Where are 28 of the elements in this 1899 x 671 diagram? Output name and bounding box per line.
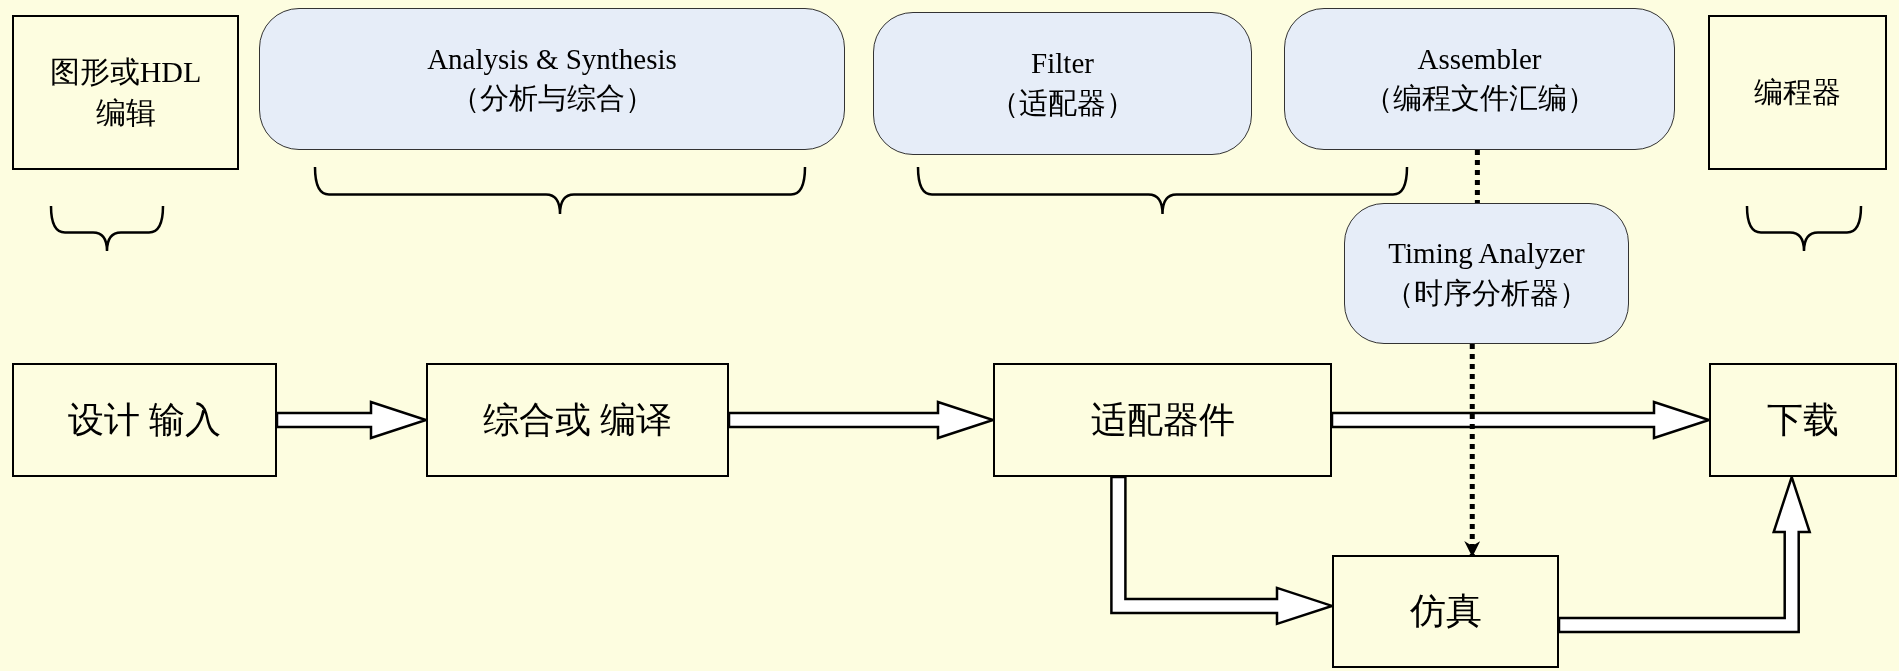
box-subtitle: （分析与综合） xyxy=(450,81,654,116)
process-box xyxy=(12,15,239,170)
process-box xyxy=(426,363,729,477)
box-title: 适配器件 xyxy=(1090,398,1235,442)
rounded-box xyxy=(873,12,1252,155)
box-title: 图形或HDL编辑 xyxy=(48,54,203,131)
rounded-box xyxy=(1344,203,1629,344)
box-title: Assembler xyxy=(1417,41,1542,77)
rounded-box xyxy=(1284,8,1675,150)
box-subtitle: （时序分析器） xyxy=(1385,275,1588,311)
box-subtitle: （适配器） xyxy=(990,85,1135,121)
dotted-line xyxy=(1474,150,1480,203)
dotted-arrow xyxy=(1464,344,1481,557)
box-title: Analysis & Synthesis xyxy=(427,41,677,77)
process-box xyxy=(1332,555,1559,668)
process-box xyxy=(1709,363,1897,477)
process-box xyxy=(1708,15,1887,170)
box-title: Filter xyxy=(1031,46,1094,82)
process-box xyxy=(12,363,277,477)
box-title: 编程器 xyxy=(1754,74,1841,110)
process-box xyxy=(993,363,1332,477)
box-title: Timing Analyzer xyxy=(1388,236,1585,272)
box-title: 下载 xyxy=(1767,398,1839,442)
box-title: 仿真 xyxy=(1409,590,1482,634)
rounded-box xyxy=(259,8,845,150)
box-title: 综合或 编译 xyxy=(483,398,672,442)
box-subtitle: （编程文件汇编） xyxy=(1363,81,1596,116)
box-title: 设计 输入 xyxy=(68,398,221,442)
